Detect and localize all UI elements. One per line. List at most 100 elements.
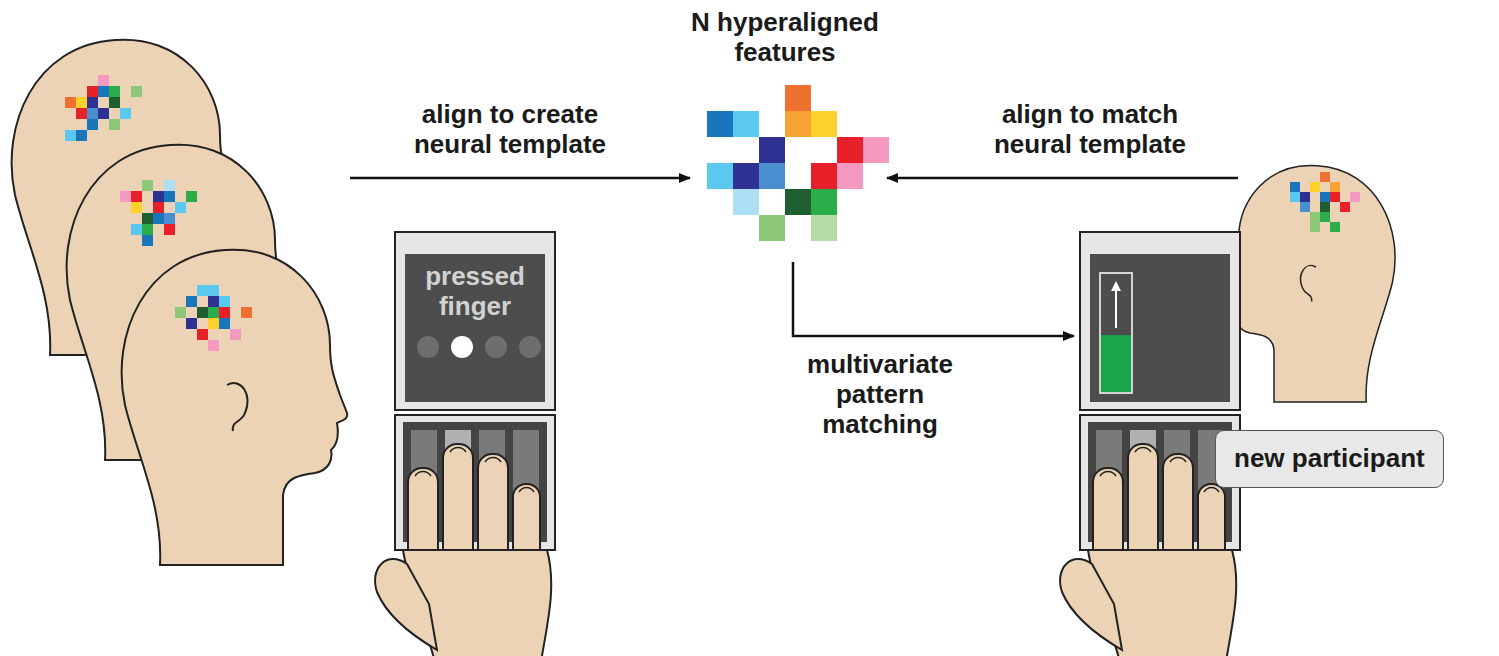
pixel-pattern <box>65 75 142 141</box>
pixel <box>208 340 219 351</box>
pixel <box>837 137 863 163</box>
pixel <box>65 130 76 141</box>
pixel <box>87 97 98 108</box>
finger-cue <box>519 336 541 358</box>
pixel <box>153 213 164 224</box>
pixel <box>142 235 153 246</box>
pixel <box>811 111 837 137</box>
pixel <box>1300 192 1310 202</box>
pixel <box>109 119 120 130</box>
pixel <box>98 108 109 119</box>
pixel-pattern <box>120 180 197 246</box>
pixel <box>186 318 197 329</box>
pixel <box>76 130 87 141</box>
pixel <box>837 163 863 189</box>
pixel <box>219 318 230 329</box>
pixel <box>197 329 208 340</box>
pixel <box>208 318 219 329</box>
pixel <box>785 189 811 215</box>
pixel <box>1290 192 1300 202</box>
feedback-bar <box>1101 335 1131 392</box>
pixel <box>131 202 142 213</box>
pixel <box>164 180 175 191</box>
pixel-pattern <box>175 285 252 351</box>
pixel <box>208 296 219 307</box>
pixel <box>87 119 98 130</box>
pixel <box>785 111 811 137</box>
pixel <box>1310 182 1320 192</box>
pixel <box>98 75 109 86</box>
pixel <box>120 191 131 202</box>
pixel-pattern <box>1290 172 1360 232</box>
pixel <box>219 296 230 307</box>
pixel <box>759 137 785 163</box>
pixel <box>1310 222 1320 232</box>
template-pixels <box>707 85 889 241</box>
pixel <box>131 86 142 97</box>
pixel <box>1350 192 1360 202</box>
pixel <box>153 202 164 213</box>
arrow-label: align to create neural template <box>385 100 635 160</box>
pixel <box>109 86 120 97</box>
pixel <box>1330 222 1340 232</box>
pixel <box>230 329 241 340</box>
pixel <box>811 215 837 241</box>
device-screen: pressed finger <box>405 262 545 322</box>
pixel <box>1310 212 1320 222</box>
pixel <box>1320 192 1330 202</box>
pixel <box>863 137 889 163</box>
pixel <box>1300 202 1310 212</box>
pixel <box>153 191 164 202</box>
pixel <box>197 307 208 318</box>
pixel <box>208 285 219 296</box>
participant-head <box>1226 165 1395 402</box>
pixel <box>197 285 208 296</box>
pixel <box>142 224 153 235</box>
pixel <box>707 163 733 189</box>
pixel <box>1320 172 1330 182</box>
pixel <box>1330 182 1340 192</box>
pixel <box>208 307 219 318</box>
participant-head <box>122 250 348 565</box>
arrow-label: multivariate pattern matching <box>790 350 970 440</box>
pixel <box>142 213 153 224</box>
pixel <box>1290 182 1300 192</box>
finger-cue <box>417 336 439 358</box>
finger-cue <box>485 336 507 358</box>
template-heading: N hyperaligned features <box>670 8 900 68</box>
pixel <box>785 85 811 111</box>
pixel <box>76 108 87 119</box>
pixel <box>811 163 837 189</box>
pixel <box>87 108 98 119</box>
pixel <box>98 86 109 97</box>
pixel <box>120 108 131 119</box>
pixel <box>164 191 175 202</box>
matching-arrow <box>793 262 1074 336</box>
hand <box>375 444 551 656</box>
participant-label: new participant <box>1234 444 1425 474</box>
pixel <box>164 224 175 235</box>
pixel <box>175 202 186 213</box>
pixel <box>76 97 87 108</box>
pixel <box>733 163 759 189</box>
participant-tag: new participant <box>1215 430 1444 488</box>
pixel <box>65 97 76 108</box>
pixel <box>131 191 142 202</box>
pixel <box>733 111 759 137</box>
pixel <box>733 189 759 215</box>
pixel <box>186 191 197 202</box>
pixel <box>1330 192 1340 202</box>
neural-template: N hyperaligned features <box>670 8 900 68</box>
pixel <box>175 307 186 318</box>
pixel <box>186 296 197 307</box>
pixel <box>164 213 175 224</box>
pixel <box>241 307 252 318</box>
pixel <box>707 111 733 137</box>
pixel <box>219 307 230 318</box>
align-arrow <box>350 177 690 180</box>
pixel <box>811 189 837 215</box>
pixel <box>142 180 153 191</box>
feedback-bar-frame <box>1100 273 1132 393</box>
screen-instruction: pressed finger <box>405 262 545 322</box>
